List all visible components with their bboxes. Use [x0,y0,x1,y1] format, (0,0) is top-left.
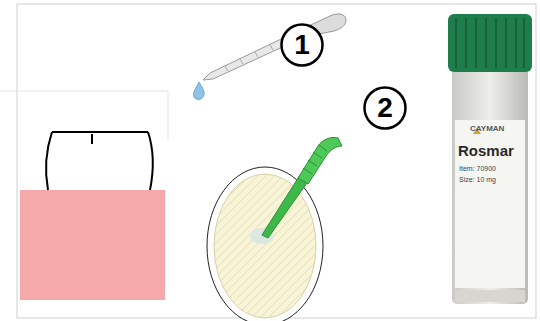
callout-circle: 2 [363,86,407,130]
crop-line [0,91,168,92]
gum [20,190,165,300]
vial-label-text: Rosmar [458,142,514,159]
vial-label-text: CAYMAN [470,124,504,133]
vial-label-text: Item: 70900 [459,165,496,172]
crop-line [168,91,169,140]
frame [17,4,536,318]
callout-circle: 1 [280,23,324,67]
applicator-tip [262,137,342,238]
vial-label-text: Size: 10 mg [459,176,496,183]
tooth-outline [46,132,153,190]
callout-number: 2 [363,86,407,130]
pipette [193,14,346,100]
specimen-disc [214,174,316,318]
vial [448,14,532,304]
disc-outline [207,167,323,321]
callout-number: 1 [280,23,324,67]
